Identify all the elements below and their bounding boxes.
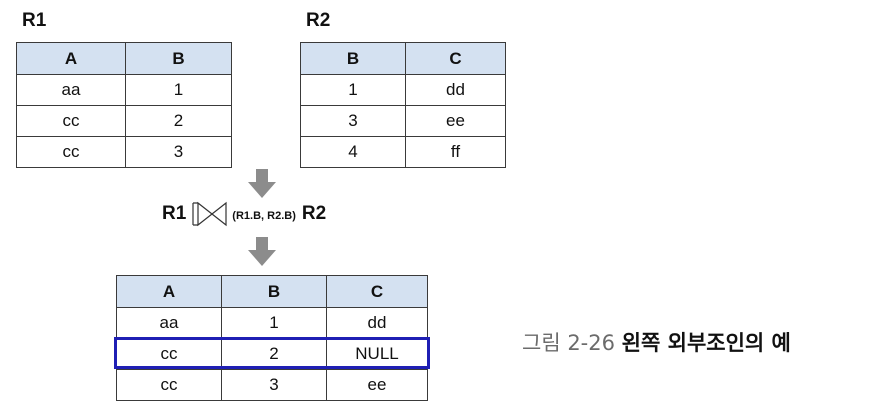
table-row: 1 dd — [300, 74, 506, 106]
table-cell: 2 — [125, 105, 232, 137]
column-header: B — [125, 42, 232, 75]
column-header: A — [16, 42, 126, 75]
table-row: 3 ee — [300, 105, 506, 137]
table-cell: dd — [326, 307, 428, 339]
down-arrow-icon — [248, 169, 276, 198]
column-header: A — [116, 275, 222, 308]
left-outer-join-icon — [192, 201, 227, 227]
figure-title: 왼쪽 외부조인의 예 — [621, 331, 791, 355]
column-header: C — [326, 275, 428, 308]
right-relation-name: R2 — [301, 203, 327, 224]
table-cell: 1 — [125, 74, 232, 106]
null-row-highlight — [114, 337, 430, 369]
column-header: C — [405, 42, 506, 75]
table-cell: NULL — [326, 338, 428, 370]
table-header-row: B C — [300, 42, 506, 75]
r1-label: R1 — [22, 10, 47, 31]
table-header-row: A B — [16, 42, 232, 75]
table-cell: cc — [116, 369, 222, 401]
table-cell: dd — [405, 74, 506, 106]
table-cell: ee — [405, 105, 506, 137]
left-relation-name: R1 — [162, 203, 187, 224]
table-cell: cc — [16, 105, 126, 137]
table-row: cc 3 — [16, 136, 232, 168]
table-cell: 3 — [125, 136, 232, 168]
table-row: aa 1 dd — [116, 307, 428, 339]
table-cell: cc — [116, 338, 222, 370]
r2-label: R2 — [306, 10, 331, 31]
join-operation: R1 (R1.B, R2.B) R2 — [162, 199, 326, 229]
figure-number: 그림 2-26 — [522, 331, 615, 355]
down-arrow-icon — [248, 237, 276, 266]
table-row: aa 1 — [16, 74, 232, 106]
table-cell: 4 — [300, 136, 406, 168]
result-table: A B C aa 1 dd cc 2 NULL cc 3 ee — [116, 275, 428, 401]
table-cell: 1 — [221, 307, 327, 339]
column-header: B — [221, 275, 327, 308]
table-cell: cc — [16, 136, 126, 168]
r2-table: B C 1 dd 3 ee 4 ff — [300, 42, 506, 168]
column-header: B — [300, 42, 406, 75]
table-cell: ff — [405, 136, 506, 168]
table-cell: ee — [326, 369, 428, 401]
table-row: cc 2 — [16, 105, 232, 137]
join-condition: (R1.B, R2.B) — [232, 210, 296, 222]
r1-table: A B aa 1 cc 2 cc 3 — [16, 42, 232, 168]
table-row: 4 ff — [300, 136, 506, 168]
table-cell: aa — [16, 74, 126, 106]
table-cell: 3 — [221, 369, 327, 401]
table-cell: 3 — [300, 105, 406, 137]
table-cell: aa — [116, 307, 222, 339]
figure-caption: 그림 2-26 왼쪽 외부조인의 예 — [522, 327, 791, 357]
table-header-row: A B C — [116, 275, 428, 308]
table-cell: 1 — [300, 74, 406, 106]
table-row: cc 3 ee — [116, 369, 428, 401]
